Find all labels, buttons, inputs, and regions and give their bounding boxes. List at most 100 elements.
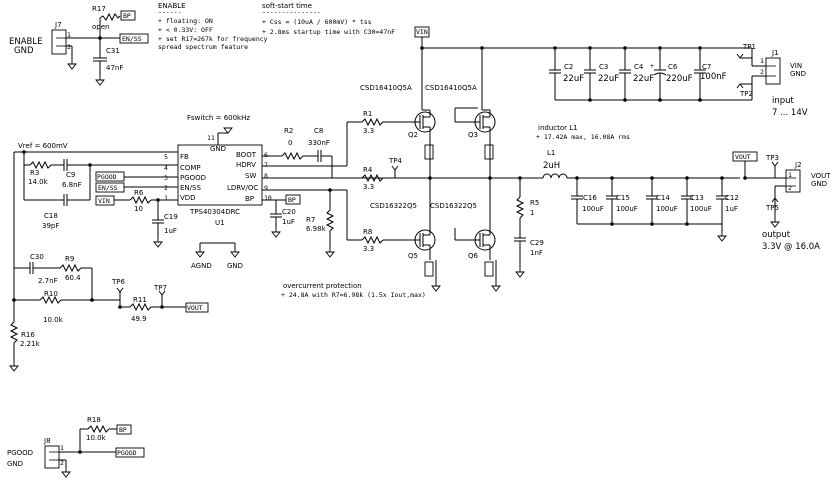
bp-tag-r17: BP <box>120 10 136 21</box>
r2-ref: R2 <box>284 127 293 135</box>
vin-connector-j1: J1 1 2 VIN GND <box>760 49 806 85</box>
svg-text:PGOOD: PGOOD <box>97 173 117 181</box>
j7-pin1: 1 <box>67 31 71 39</box>
r4-ref: R4 <box>363 166 373 174</box>
svg-text:VDD: VDD <box>180 194 196 202</box>
svg-text:LDRV/OC: LDRV/OC <box>227 184 258 192</box>
svg-text:GND: GND <box>7 460 23 468</box>
svg-text:output: output <box>762 230 791 240</box>
r10-ref: R10 <box>44 290 58 298</box>
r3-ref: R3 <box>30 169 39 177</box>
svg-text:SW: SW <box>245 172 256 180</box>
svg-text:J1: J1 <box>771 49 779 57</box>
r2-value: 0 <box>288 139 292 147</box>
svg-text:22uF: 22uF <box>563 74 584 84</box>
bp-tag-ic: BP <box>285 194 301 205</box>
enable-note-title: ENABLE <box>158 2 186 10</box>
svg-text:input: input <box>772 96 795 106</box>
svg-text:BP: BP <box>123 12 131 20</box>
r17-ref: R17 <box>92 5 106 13</box>
c29-ref: C29 <box>530 239 544 247</box>
svg-text:3.3V @ 16.0A: 3.3V @ 16.0A <box>762 242 820 252</box>
svg-text:BP: BP <box>245 195 254 203</box>
r16-value: 2.21k <box>20 340 41 348</box>
c31-value: 47nF <box>106 64 123 72</box>
svg-text:100uF: 100uF <box>582 205 604 213</box>
svg-text:4: 4 <box>164 164 168 172</box>
svg-text:VOUT: VOUT <box>811 172 831 180</box>
tp4-label: TP4 <box>388 157 402 165</box>
c9-value: 6.8nF <box>62 181 82 189</box>
svg-text:C13: C13 <box>690 194 704 202</box>
svg-text:C14: C14 <box>656 194 670 202</box>
svg-text:C16: C16 <box>583 194 597 202</box>
vin-tag-top: VIN <box>414 26 430 38</box>
ic-ref: U1 <box>215 219 225 227</box>
svg-text:C12: C12 <box>725 194 739 202</box>
j7-label-enable: ENABLE <box>9 37 42 47</box>
output-cap-c12: C12 1uF <box>716 176 739 232</box>
inductor-l1: L1 2uH <box>540 149 740 179</box>
svg-text:11: 11 <box>207 134 215 142</box>
svg-text:VOUT: VOUT <box>735 153 751 161</box>
svg-text:VIN: VIN <box>790 62 802 70</box>
svg-text:GND: GND <box>210 145 226 153</box>
enable-connector-j7: J7 ENABLE GND 1 2 <box>9 21 71 56</box>
overcurrent-note: overcurrent protection + 24.8A with R7=6… <box>281 282 426 299</box>
r16-ref: R16 <box>21 331 35 339</box>
svg-text:COMP: COMP <box>180 164 201 172</box>
svg-text:6: 6 <box>264 151 268 159</box>
svg-text:+ 24.8A with R7=6.98k (1.5x Io: + 24.8A with R7=6.98k (1.5x Iout,max) <box>281 291 426 299</box>
r5-value: 1 <box>530 209 534 217</box>
svg-text:VIN: VIN <box>98 197 110 205</box>
svg-text:BP: BP <box>288 196 296 204</box>
r7-ref: R7 <box>306 216 315 224</box>
c29-value: 1nF <box>530 249 543 257</box>
bp-tag-r18: BP <box>116 424 132 435</box>
input-cap-c2: C2 22uF <box>549 46 584 100</box>
mosfet-q6: Q6 <box>468 228 496 260</box>
svg-text:100uF: 100uF <box>656 205 678 213</box>
softstart-note-title: soft-start time <box>262 2 312 10</box>
output-cap-c14: C14 100uF <box>646 176 678 226</box>
svg-text:+ set R17=267k for frequency: + set R17=267k for frequency <box>158 35 268 43</box>
r10-value: 10.0k <box>43 316 64 324</box>
svg-text:+: + <box>650 62 654 70</box>
r18-ref: R18 <box>87 416 101 424</box>
fswitch-label: Fswitch = 600kHz <box>187 114 250 122</box>
svg-text:2: 2 <box>60 459 64 467</box>
svg-text:Q2: Q2 <box>408 131 418 139</box>
svg-text:1: 1 <box>60 444 64 452</box>
mosfet-q2: Q2 <box>408 110 436 140</box>
output-cap-c15: C15 100uF <box>606 176 638 226</box>
svg-text:GND: GND <box>790 70 806 78</box>
c9-ref: C9 <box>66 171 75 179</box>
svg-text:1: 1 <box>164 194 168 202</box>
tp6-label: TP6 <box>111 278 125 286</box>
c8-value: 330nF <box>308 139 330 147</box>
input-label: input 7 ... 14V <box>772 96 808 118</box>
tp2-label: TP2 <box>739 90 753 98</box>
output-label: output 3.3V @ 16.0A <box>762 230 820 252</box>
tp7-label: TP7 <box>153 284 167 292</box>
svg-text:2: 2 <box>164 184 168 192</box>
svg-text:L1: L1 <box>547 149 555 157</box>
r5-ref: R5 <box>530 199 539 207</box>
r17-value: open <box>92 23 109 31</box>
svg-text:Q5: Q5 <box>408 252 418 260</box>
vout-connector-j2: J2 1 2 VOUT GND <box>785 161 831 193</box>
q3-part: CSD16410Q5A <box>425 84 477 92</box>
svg-text:8: 8 <box>264 172 268 180</box>
svg-text:PGOOD: PGOOD <box>7 449 33 457</box>
svg-text:C2: C2 <box>564 63 573 71</box>
gnd-label: GND <box>227 262 243 270</box>
r1-ref: R1 <box>363 110 372 118</box>
r9-value: 60.4 <box>65 274 81 282</box>
svg-text:3: 3 <box>164 174 168 182</box>
c19-ref: C19 <box>164 213 178 221</box>
svg-text:10: 10 <box>264 194 272 202</box>
svg-text:------: ------ <box>158 8 181 16</box>
mosfet-q3: Q3 <box>468 110 496 140</box>
